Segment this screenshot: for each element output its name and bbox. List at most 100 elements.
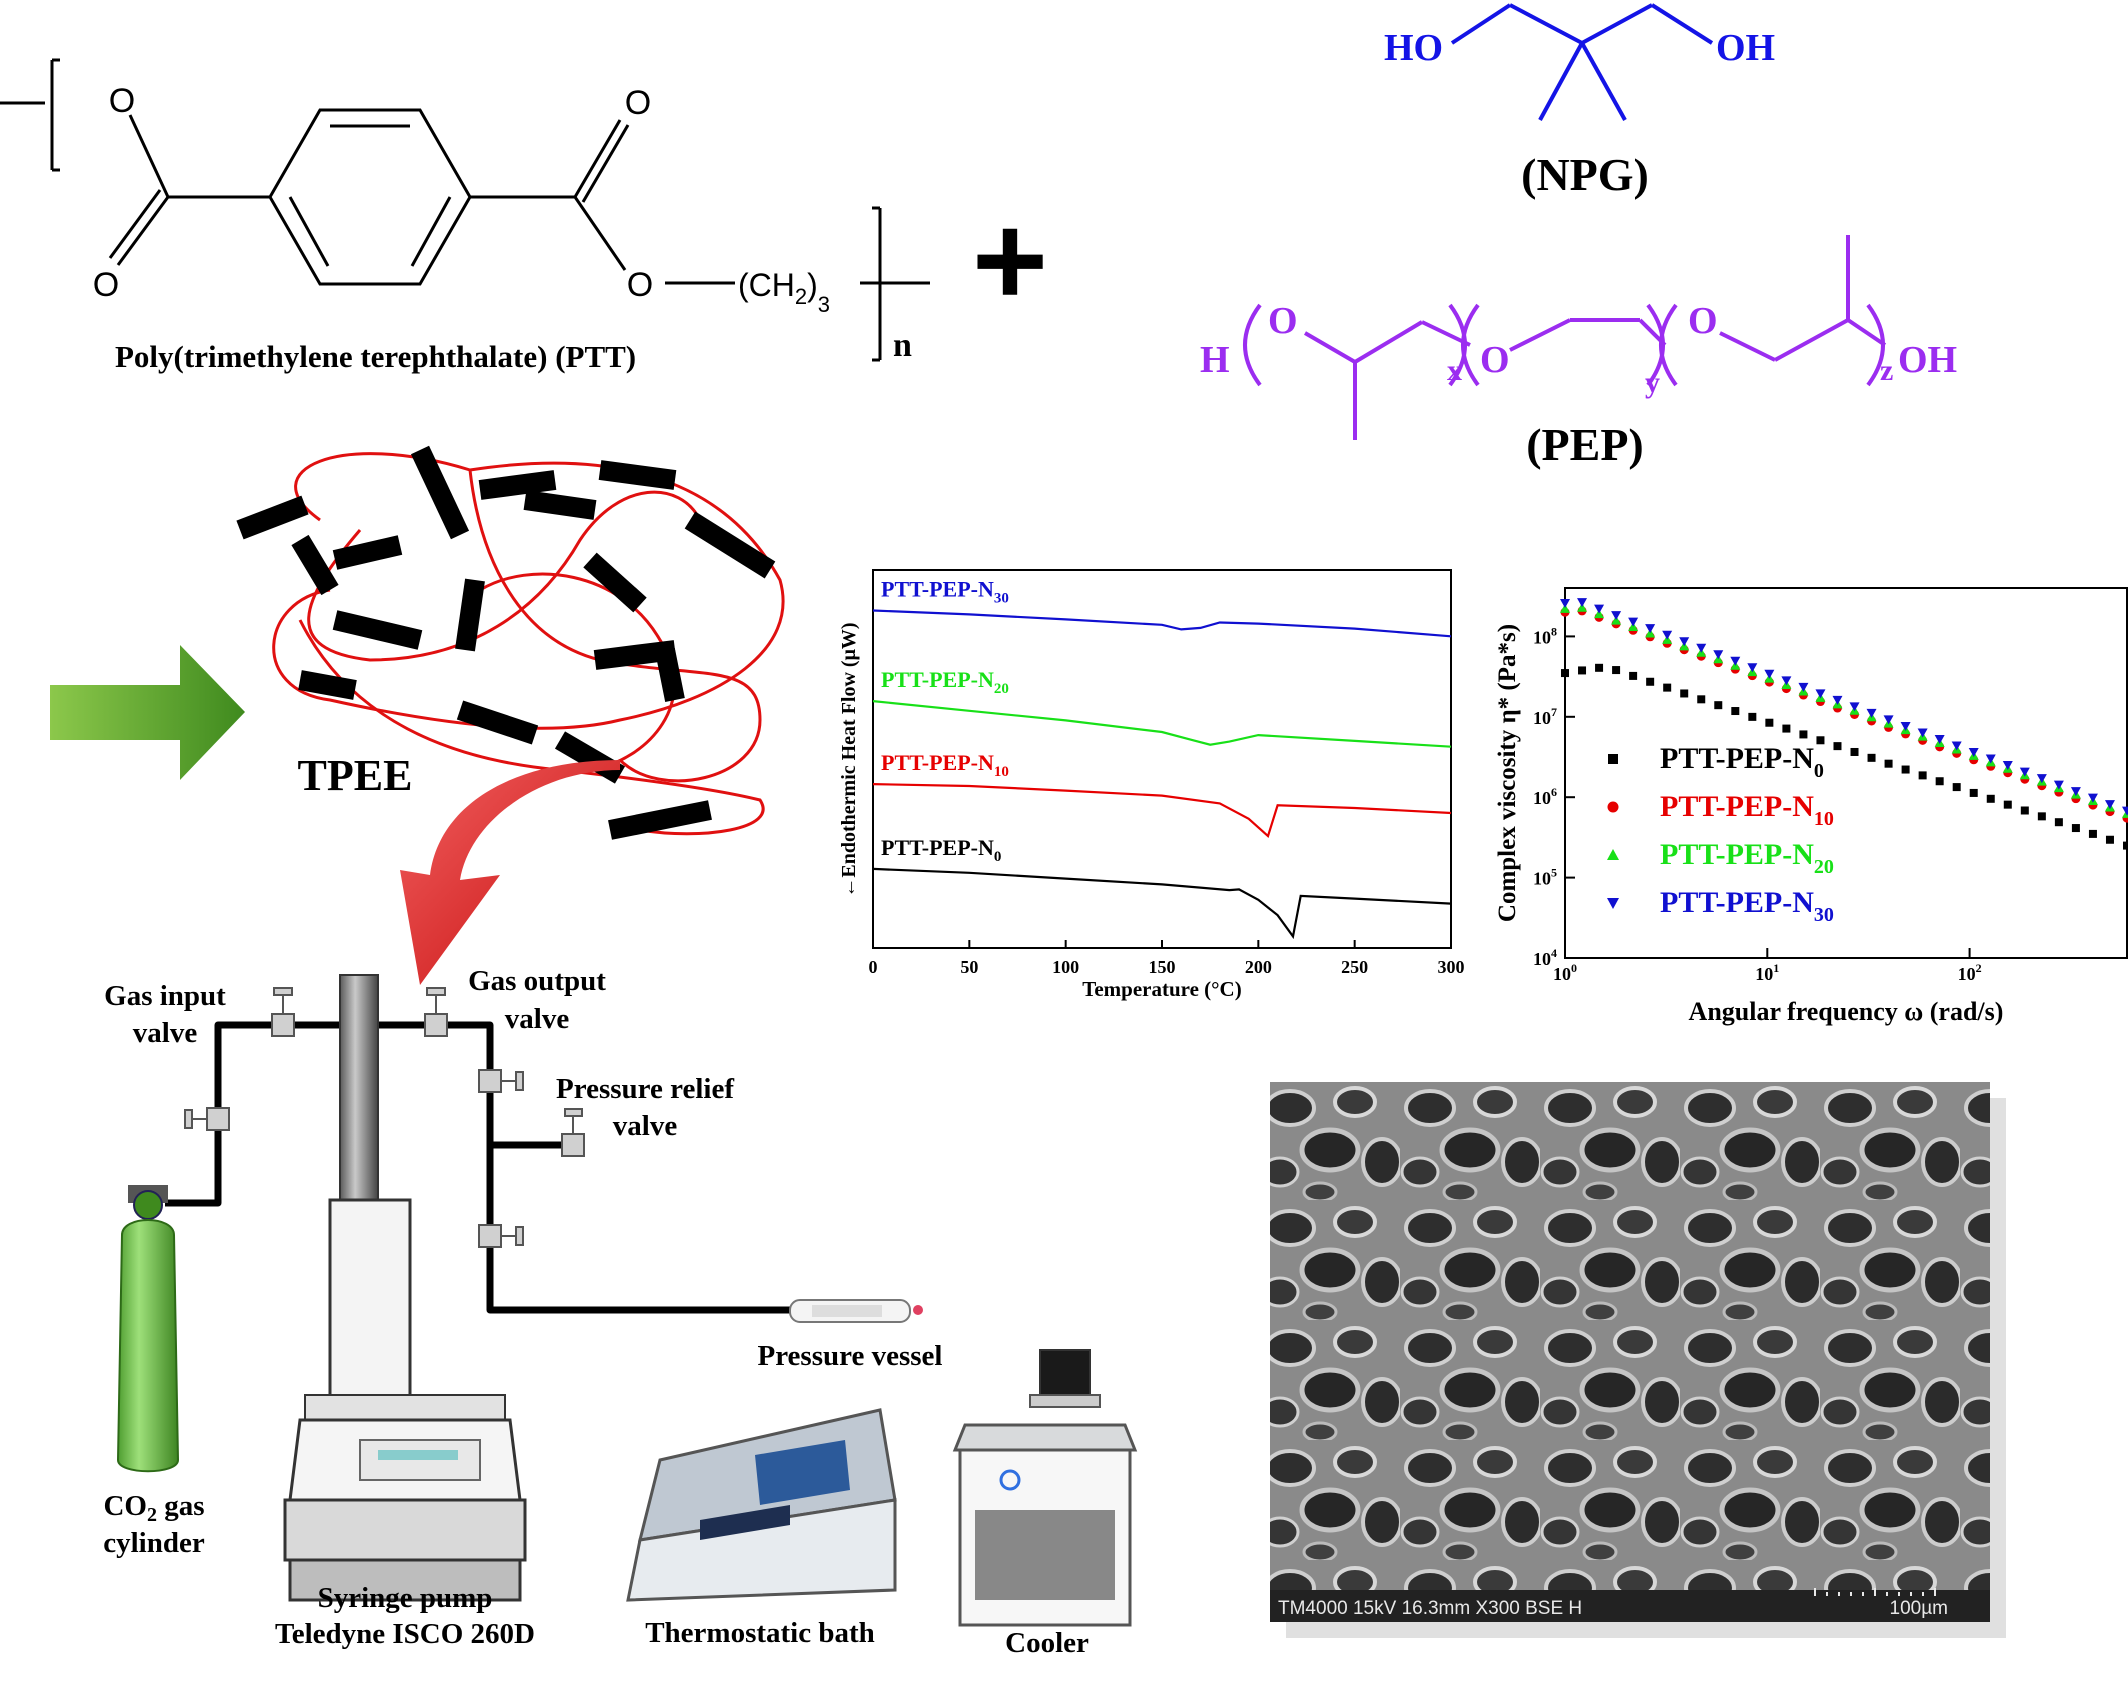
gas-input-label-2: valve (133, 1017, 198, 1049)
green-arrow-icon (50, 645, 245, 780)
dsc-series-line (872, 783, 1452, 839)
dsc-series-line (872, 867, 1452, 940)
dsc-series-label: PTT-PEP-N10 (881, 750, 1009, 780)
gas-output-valve-icon (424, 987, 448, 1037)
gas-output-label-1: Gas output (468, 965, 606, 997)
ptt-ch2-group: (CH2)3 (738, 267, 830, 317)
rheology-point (1850, 747, 1859, 756)
rheology-point (1731, 707, 1740, 716)
dsc-y-axis-label: ←Endothermic Heat Flow (μW) (838, 622, 860, 897)
npg-oh: OH (1716, 27, 1775, 69)
npg-ho: HO (1384, 27, 1443, 69)
dsc-series-label: PTT-PEP-N20 (881, 667, 1009, 697)
rheology-point (2104, 800, 2115, 810)
rheology-point (1765, 718, 1774, 727)
rheology-point (1714, 701, 1723, 710)
gas-lines (165, 1021, 790, 1314)
rheology-point (1611, 611, 1622, 621)
ptt-repeat-n: n (893, 327, 912, 364)
rheology-y-tick-label: 105 (1533, 866, 1557, 889)
dsc-series-labels: PTT-PEP-N30PTT-PEP-N20PTT-PEP-N10PTT-PEP… (881, 577, 1009, 865)
rheology-point (1645, 624, 1656, 634)
rheology-point (1662, 630, 1673, 640)
rheology-point (1747, 663, 1758, 673)
rheology-point (1577, 598, 1588, 608)
rheology-point (2037, 812, 2046, 821)
rheology-point (1607, 849, 1619, 860)
rheology-y-axis-label: Complex viscosity η* (Pa*s) (1494, 624, 1521, 922)
sem-scale-label: 100µm (1890, 1598, 1948, 1619)
rheology-point (1985, 754, 1996, 764)
rheology-point (1951, 741, 1962, 751)
rheology-point (1595, 663, 1604, 672)
ptt-oxygen-left: O (109, 82, 135, 120)
rheology-point (1849, 702, 1860, 712)
co2-cylinder-icon (116, 1185, 180, 1473)
rheology-point (1900, 721, 1911, 731)
rheology-x-tick-label: 101 (1755, 961, 1779, 984)
rheology-point (1578, 666, 1587, 675)
rheology-y-tick-label: 104 (1533, 946, 1557, 969)
rheology-point (1663, 683, 1672, 692)
rheology-point (1713, 650, 1724, 660)
rheology-x-axis-label: Angular frequency ω (rad/s) (1689, 997, 2004, 1026)
rheology-point (1782, 724, 1791, 733)
rheology-point (1560, 603, 1570, 613)
ptt-structure (0, 58, 930, 362)
rheology-point (1607, 801, 1619, 813)
syringe-pump-icon (283, 974, 527, 1602)
rheology-legend-entry: PTT-PEP-N0 (1660, 742, 1824, 782)
dsc-series-line (872, 609, 1452, 638)
rheology-point (1594, 604, 1605, 614)
rheology-point (2071, 824, 2080, 833)
dsc-x-tick-label: 0 (869, 957, 878, 977)
apparatus-labels: Gas input valve Gas output valve Pressur… (103, 965, 1089, 1659)
rheology-point (1799, 730, 1808, 739)
rheology-point (2020, 806, 2029, 815)
rheology-legend-entry: PTT-PEP-N20 (1660, 838, 1834, 878)
pressure-relief-label-1: Pressure relief (556, 1073, 734, 1105)
rheology-point (2070, 787, 2081, 797)
rheology-point (1917, 728, 1928, 738)
pep-o3: O (1688, 300, 1718, 342)
dsc-x-tick-label: 150 (1149, 957, 1176, 977)
rheology-point (2088, 829, 2097, 838)
rheology-point (1646, 677, 1655, 686)
red-arrow-icon (400, 760, 620, 985)
rheology-y-tick-label: 108 (1533, 624, 1557, 647)
dsc-series-label: PTT-PEP-N0 (881, 835, 1001, 865)
rheology-point (2003, 800, 2012, 809)
rheology-point (1628, 617, 1639, 627)
rheology-x-tick-label: 100 (1553, 961, 1577, 984)
bath-label: Thermostatic bath (645, 1617, 875, 1649)
rheology-plot-frame (1564, 587, 2128, 959)
npg-structure (1450, 3, 1714, 121)
pressure-vessel-icon (789, 1299, 923, 1323)
rheology-point (1866, 708, 1877, 718)
rheology-point (1832, 695, 1843, 705)
rheology-point (1577, 602, 1588, 612)
dsc-x-tick-label: 50 (960, 957, 978, 977)
plus-sign: + (972, 187, 1048, 333)
rheology-point (1934, 734, 1945, 744)
ptt-oxygen-top: O (625, 84, 651, 122)
sem-scale-bar (1814, 1588, 1936, 1596)
pep-name: (PEP) (1526, 419, 1644, 470)
tpee-label: TPEE (298, 751, 413, 800)
rheology-point (2123, 841, 2128, 850)
line-valve-icon-left (184, 1107, 230, 1131)
dsc-x-tick-label: 250 (1341, 957, 1368, 977)
sem-caption: TM4000 15kV 16.3mm X300 BSE H (1278, 1598, 1582, 1619)
dsc-x-tick-label: 300 (1438, 957, 1465, 977)
rheology-point (1594, 609, 1605, 619)
ptt-oxygen-ester: O (627, 266, 653, 304)
rheology-point (1730, 656, 1741, 666)
sem-micrograph: TM4000 15kV 16.3mm X300 BSE H 100µm (1270, 1082, 2006, 1638)
rheology-point (2053, 780, 2064, 790)
npg-name: (NPG) (1521, 149, 1649, 200)
rheology-point (1697, 695, 1706, 704)
